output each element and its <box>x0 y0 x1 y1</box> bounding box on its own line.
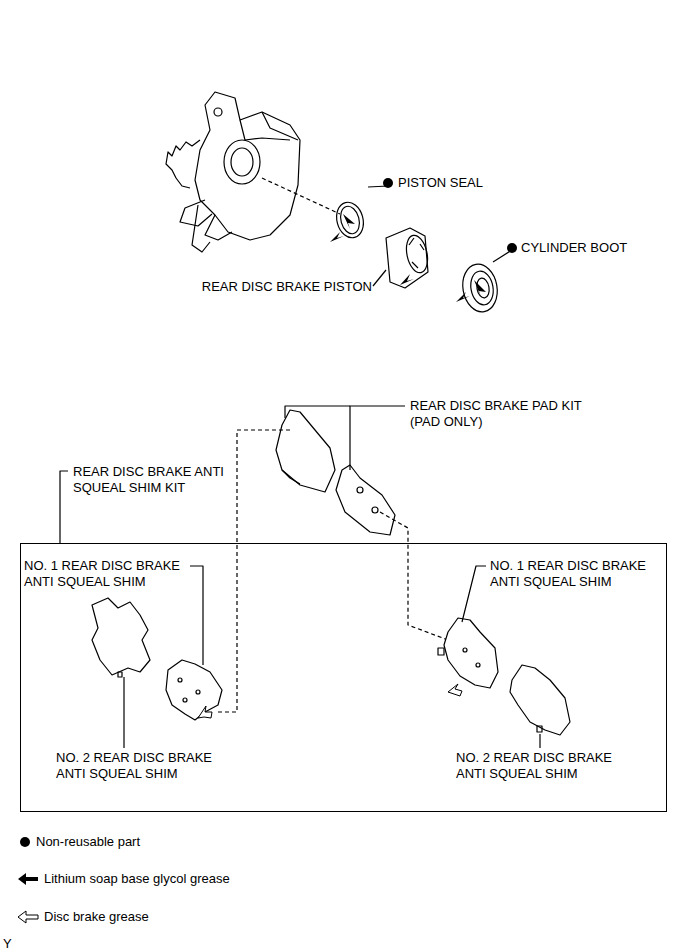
legend-text: Non-reusable part <box>36 834 140 850</box>
part-label: NO. 2 REAR DISC BRAKE ANTI SQUEAL SHIM <box>56 750 236 782</box>
part-label: REAR DISC BRAKE PISTON <box>202 279 372 295</box>
part-label: REAR DISC BRAKE PAD KIT (PAD ONLY) <box>410 398 615 430</box>
part-label: PISTON SEAL <box>398 175 483 191</box>
legend-text: Disc brake grease <box>44 909 149 925</box>
part-label: NO. 1 REAR DISC BRAKE ANTI SQUEAL SHIM <box>24 558 204 590</box>
kit-heading: REAR DISC BRAKE ANTI SQUEAL SHIM KIT <box>73 464 258 496</box>
part-label: Y <box>3 936 12 952</box>
legend-text: Lithium soap base glycol grease <box>44 871 230 887</box>
part-label: CYLINDER BOOT <box>521 240 627 256</box>
part-label: NO. 2 REAR DISC BRAKE ANTI SQUEAL SHIM <box>456 750 636 782</box>
part-label: NO. 1 REAR DISC BRAKE ANTI SQUEAL SHIM <box>490 558 670 590</box>
